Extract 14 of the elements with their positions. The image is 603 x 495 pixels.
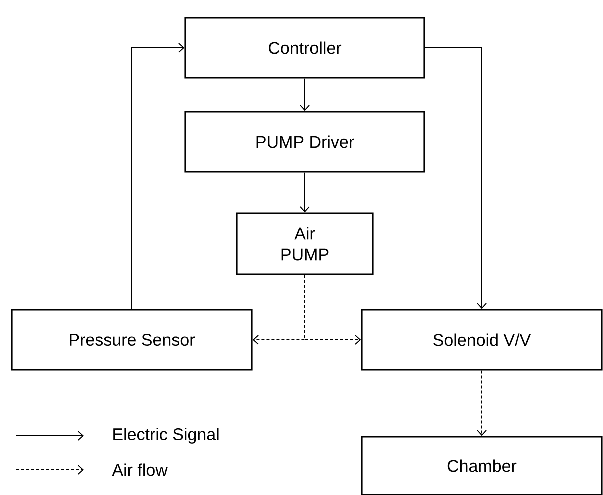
process-box: Pressure Sensor <box>11 309 253 371</box>
arrow <box>132 43 185 310</box>
arrow <box>300 78 310 112</box>
process-box: Air PUMP <box>236 212 374 276</box>
process-box: Chamber <box>361 436 603 495</box>
arrow <box>304 274 362 345</box>
process-box: Controller <box>184 17 426 79</box>
process-box: Solenoid V/V <box>361 309 603 371</box>
arrow <box>300 172 310 213</box>
arrow <box>477 370 487 436</box>
arrow <box>424 48 487 310</box>
legend-label: Air flow <box>112 464 168 476</box>
process-box: PUMP Driver <box>184 111 426 173</box>
legend-label: Electric Signal <box>114 428 219 444</box>
